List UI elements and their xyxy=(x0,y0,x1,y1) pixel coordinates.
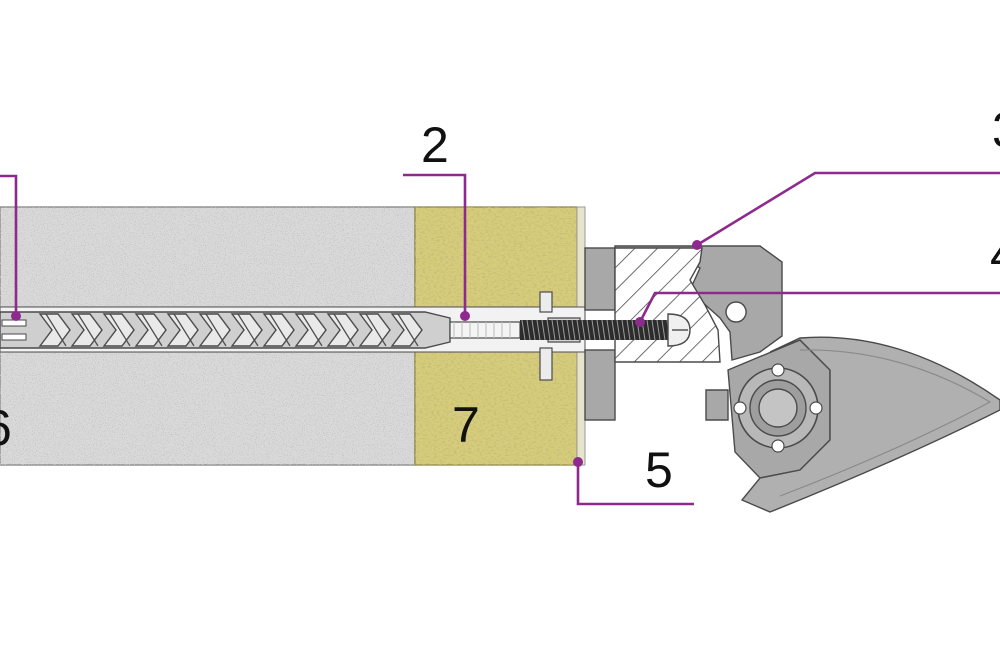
callout-number-7: 7 xyxy=(452,397,480,453)
leader-lines xyxy=(0,171,1000,506)
callout-number-3: 3 xyxy=(992,102,1000,158)
handle-blade xyxy=(740,336,1000,513)
anchor-screw xyxy=(38,313,423,347)
masonry-wall xyxy=(0,206,416,466)
spacer-blocks xyxy=(584,247,616,421)
callout-number-5: 5 xyxy=(645,442,673,498)
callout-number-6: 6 xyxy=(0,400,12,456)
bracket-housing xyxy=(614,245,783,363)
callout-number-2: 2 xyxy=(421,117,449,173)
insulation-layer xyxy=(414,206,578,466)
callout-labels: 2 3 4 5 6 7 xyxy=(0,102,1000,498)
threaded-bolt xyxy=(449,321,521,339)
hinge-mechanism xyxy=(705,339,831,479)
callout-number-4: 4 xyxy=(990,227,1000,283)
